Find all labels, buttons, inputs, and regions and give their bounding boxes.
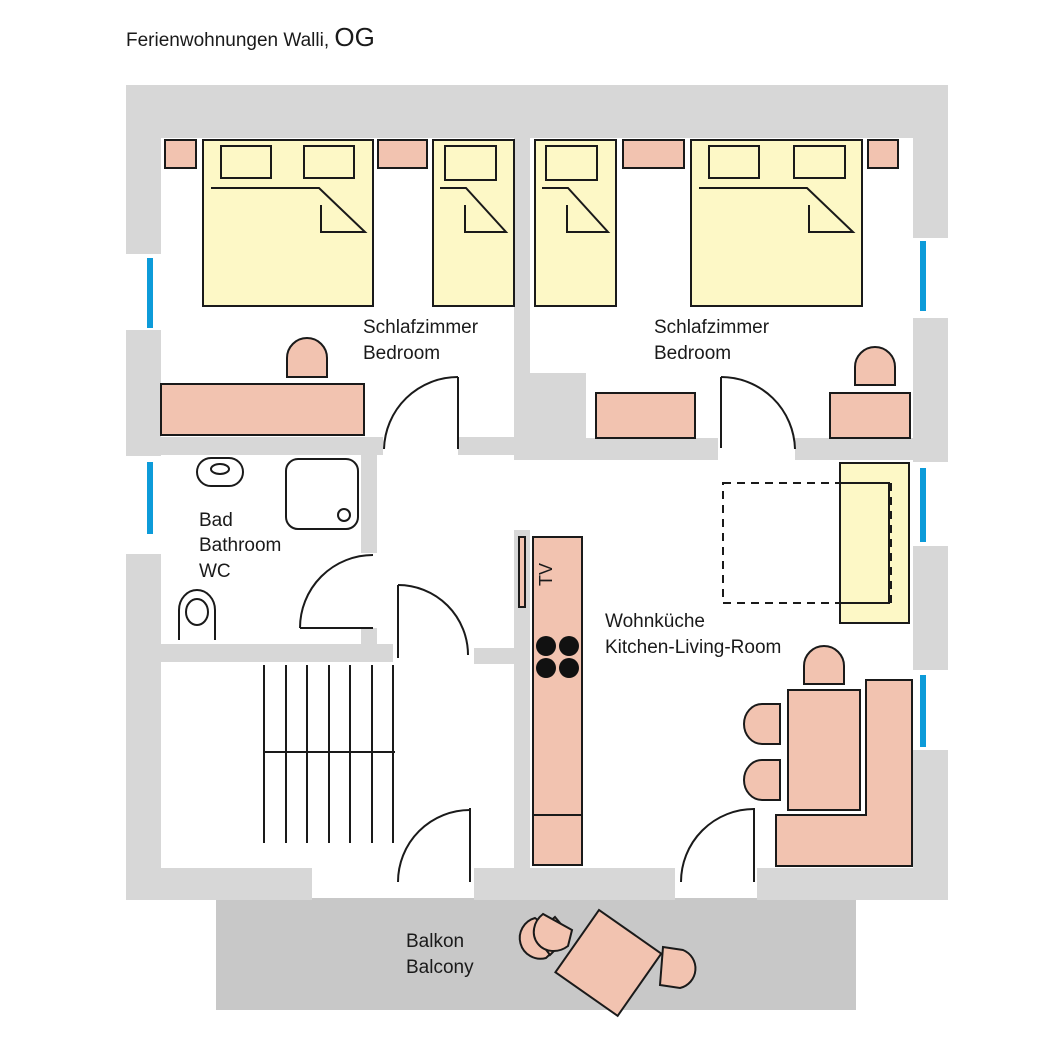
bathroom-label-en: Bathroom <box>199 535 281 556</box>
desk <box>160 383 365 436</box>
chair <box>743 703 781 745</box>
tv-unit <box>518 536 526 608</box>
chair <box>532 912 574 952</box>
nightstand <box>377 139 428 169</box>
chair <box>803 645 845 685</box>
left-bedroom-label-de: Schlafzimmer <box>363 317 479 338</box>
nightstand <box>622 139 685 169</box>
dresser <box>595 392 696 439</box>
single-bed <box>534 139 617 307</box>
chair <box>743 759 781 801</box>
burner <box>559 658 579 678</box>
tv-label: TV <box>536 563 556 586</box>
balcony-furniture <box>518 908 697 1018</box>
wall-right-bedroom-bottom-a <box>514 438 718 460</box>
pillow <box>220 145 272 179</box>
wall-bedroom-divider <box>514 138 530 460</box>
page-title: Ferienwohnungen Walli, OG <box>126 22 375 53</box>
dining-table <box>787 689 861 811</box>
bathroom-fixtures <box>178 457 359 640</box>
pillow <box>303 145 355 179</box>
wall-bathroom-bottom <box>161 644 393 662</box>
corner-bench <box>775 679 913 867</box>
wall-top <box>126 85 948 138</box>
kitchen-label-de: Wohnküche <box>605 611 705 632</box>
right-bedroom-label-de: Schlafzimmer <box>654 317 770 338</box>
wall-bottom-b <box>474 868 675 900</box>
floor-label: OG <box>334 22 375 52</box>
burner <box>536 658 556 678</box>
coffee-table <box>722 482 892 604</box>
title-text: Ferienwohnungen Walli, <box>126 30 330 51</box>
wall-bottom-c <box>757 868 948 900</box>
balcony-label-de: Balkon <box>406 931 464 952</box>
sofa <box>839 462 910 624</box>
left-bedroom-label-en: Bedroom <box>363 343 440 364</box>
wall-left-bedroom-bottom-b <box>458 437 514 455</box>
desk <box>829 392 911 439</box>
burner <box>559 636 579 656</box>
nightstand <box>867 139 899 169</box>
left-bedroom-furniture <box>160 139 515 436</box>
wall-left-bedroom-bottom-a <box>161 437 383 455</box>
pillow <box>545 145 598 181</box>
wall-bathroom-right <box>361 455 377 553</box>
wall-bottom-a <box>126 868 312 900</box>
sink <box>196 457 244 487</box>
right-bedroom-furniture <box>534 139 911 439</box>
nightstand <box>164 139 197 169</box>
double-bed <box>690 139 863 307</box>
pillow <box>708 145 760 179</box>
windows <box>126 238 948 750</box>
living-area <box>722 462 913 867</box>
kitchen-label-en: Kitchen-Living-Room <box>605 637 781 658</box>
wall-kitchen-left <box>514 530 530 868</box>
wall-kitchen-stub <box>474 648 514 664</box>
toilet <box>178 589 216 640</box>
wall-right-bedroom-bottom-b <box>795 438 913 460</box>
right-bedroom-label-en: Bedroom <box>654 343 731 364</box>
kitchen-counter <box>518 536 583 866</box>
pillow <box>793 145 846 179</box>
doors <box>299 376 796 883</box>
counter <box>532 536 583 866</box>
burner <box>536 636 556 656</box>
staircase <box>263 665 395 843</box>
bathroom-label-wc: WC <box>199 561 231 582</box>
double-bed <box>202 139 374 307</box>
balcony-label-en: Balcony <box>406 957 474 978</box>
bathroom-label-de: Bad <box>199 510 233 531</box>
chair <box>658 945 697 990</box>
room-labels: Schlafzimmer Bedroom Schlafzimmer Bedroo… <box>199 317 781 978</box>
chair <box>854 346 896 386</box>
chair <box>286 337 328 378</box>
single-bed <box>432 139 515 307</box>
balcony-table <box>554 908 663 1018</box>
shower <box>285 458 359 530</box>
pillow <box>444 145 497 181</box>
